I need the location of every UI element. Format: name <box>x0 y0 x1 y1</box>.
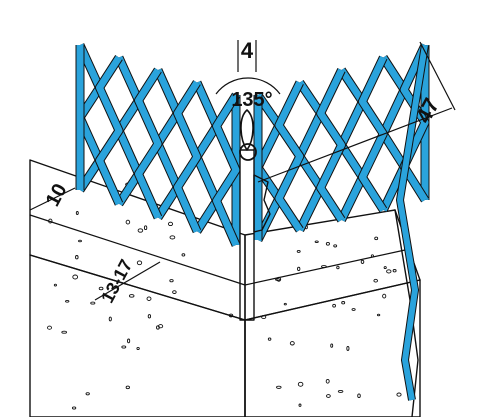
plaster-speckle <box>125 219 131 225</box>
plaster-left-layer-line <box>29 214 246 286</box>
plaster-speckle <box>373 278 378 283</box>
plaster-speckle <box>181 253 186 257</box>
plaster-speckle <box>298 403 302 407</box>
plaster-speckle <box>108 316 112 322</box>
plaster-speckle <box>325 378 330 384</box>
expanded-metal-mesh <box>75 43 430 401</box>
plaster-speckle <box>276 276 282 282</box>
dim-13-17-line <box>94 261 161 301</box>
plaster-speckle <box>297 381 304 387</box>
plaster-speckle <box>321 265 327 268</box>
plaster-speckle <box>85 392 90 396</box>
profile-side-flange <box>253 174 271 233</box>
plaster-speckle <box>360 259 365 264</box>
plaster-speckle <box>125 385 130 390</box>
dim-47-leader <box>257 107 453 183</box>
plaster-speckle <box>158 324 164 329</box>
plaster-speckle <box>337 389 344 393</box>
mesh-strand <box>174 80 201 233</box>
plaster-speckle <box>127 338 131 344</box>
plaster-speckle <box>121 345 127 349</box>
plaster-speckle <box>146 296 152 301</box>
plaster-speckle <box>314 240 319 243</box>
dim-label-10: 10 <box>42 180 72 210</box>
plaster-speckle <box>382 293 387 299</box>
plaster-speckle <box>136 346 140 351</box>
plaster-speckle <box>332 303 336 308</box>
plaster-speckle <box>78 239 82 243</box>
plaster-speckle <box>383 266 387 270</box>
plaster-speckle <box>276 385 282 389</box>
plaster-speckle <box>90 301 96 305</box>
mesh-strand <box>275 80 304 232</box>
plaster-speckle <box>351 308 356 311</box>
plaster-speckle <box>228 313 234 318</box>
plaster-speckle <box>283 302 287 306</box>
mesh-strand <box>96 55 123 206</box>
dim-47-line <box>419 41 456 111</box>
plaster-speckle <box>72 274 79 280</box>
dim-label-4: 4 <box>241 38 254 63</box>
plaster-speckle <box>137 228 144 233</box>
plaster-left-front-face <box>29 254 246 417</box>
plaster-speckle <box>341 301 346 305</box>
profile-bead-round <box>239 143 257 161</box>
mesh-strand <box>358 56 387 212</box>
plaster-speckle <box>275 278 281 281</box>
mesh-right-tail-strand <box>396 44 428 401</box>
plaster-speckle <box>75 255 79 260</box>
plaster-speckle <box>169 235 176 240</box>
plaster-speckle <box>47 325 52 330</box>
plaster-speckle <box>370 254 374 258</box>
dim-label-angle: 135° <box>231 89 272 111</box>
plaster-speckle <box>143 225 148 231</box>
mesh-strand <box>135 68 162 219</box>
dim-angle-arc <box>215 77 281 95</box>
plaster-speckle <box>128 294 135 298</box>
plaster-speckle <box>326 394 331 398</box>
mesh-strand <box>213 93 240 247</box>
plaster-speckle <box>75 211 79 215</box>
plaster-speckle <box>297 266 301 272</box>
plaster-speckle <box>336 265 340 270</box>
plaster-speckle <box>376 313 381 317</box>
plaster-speckle <box>61 330 68 334</box>
plaster-speckle <box>48 218 53 224</box>
plaster-body <box>29 159 421 417</box>
mesh-strand <box>400 43 429 202</box>
plaster-speckle <box>169 279 174 283</box>
plaster-speckle <box>396 392 402 397</box>
plaster-speckle <box>53 283 57 287</box>
plaster-speckle <box>98 286 104 291</box>
plaster-speckle <box>386 269 392 274</box>
plaster-speckle <box>167 221 174 227</box>
plaster-speckle <box>296 249 301 253</box>
plaster-right-top-layer <box>244 209 421 321</box>
plaster-right-edge <box>394 209 419 417</box>
plaster-speckle <box>330 343 334 348</box>
plaster-speckle <box>346 346 350 351</box>
corner-profile <box>239 109 271 321</box>
plaster-speckle <box>374 236 379 241</box>
plaster-speckle <box>261 314 267 320</box>
plaster-speckle <box>136 260 143 266</box>
plaster-speckle <box>65 299 70 303</box>
plaster-speckle <box>289 341 295 346</box>
plaster-speckle <box>71 406 77 410</box>
dimension-lines <box>29 40 456 301</box>
dim-10-line <box>29 187 76 211</box>
profile-nose <box>240 109 254 151</box>
mesh-left-wing <box>75 43 241 247</box>
plaster-speckle <box>267 337 272 341</box>
plaster-speckle <box>147 314 152 319</box>
plaster-speckle <box>392 269 397 273</box>
plaster-speckle <box>325 241 330 246</box>
dim-label-13-17: 13-17 <box>97 256 136 306</box>
plaster-speckle <box>333 244 338 248</box>
plaster-speckle <box>172 290 177 294</box>
mesh-strand <box>317 68 345 222</box>
plaster-speckle <box>357 393 361 398</box>
